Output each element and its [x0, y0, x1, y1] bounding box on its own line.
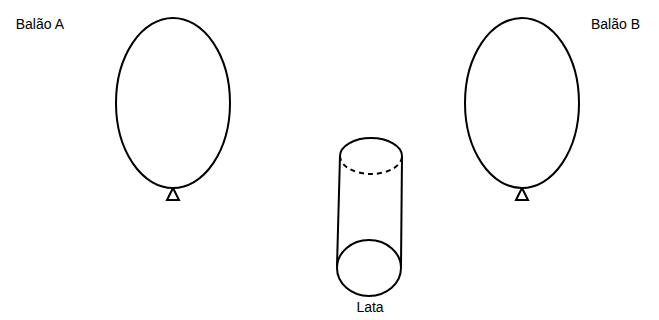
balloon-outline	[463, 16, 581, 216]
shape-label: Balão B	[591, 16, 640, 32]
shape-label: Balão A	[16, 16, 64, 32]
balloon-a: Balão A	[114, 16, 232, 216]
can-outline	[334, 136, 406, 298]
shape-label: Lata	[356, 299, 383, 315]
can: Lata	[334, 136, 406, 298]
balloon-b: Balão B	[463, 16, 581, 216]
balloon-outline	[114, 16, 232, 216]
